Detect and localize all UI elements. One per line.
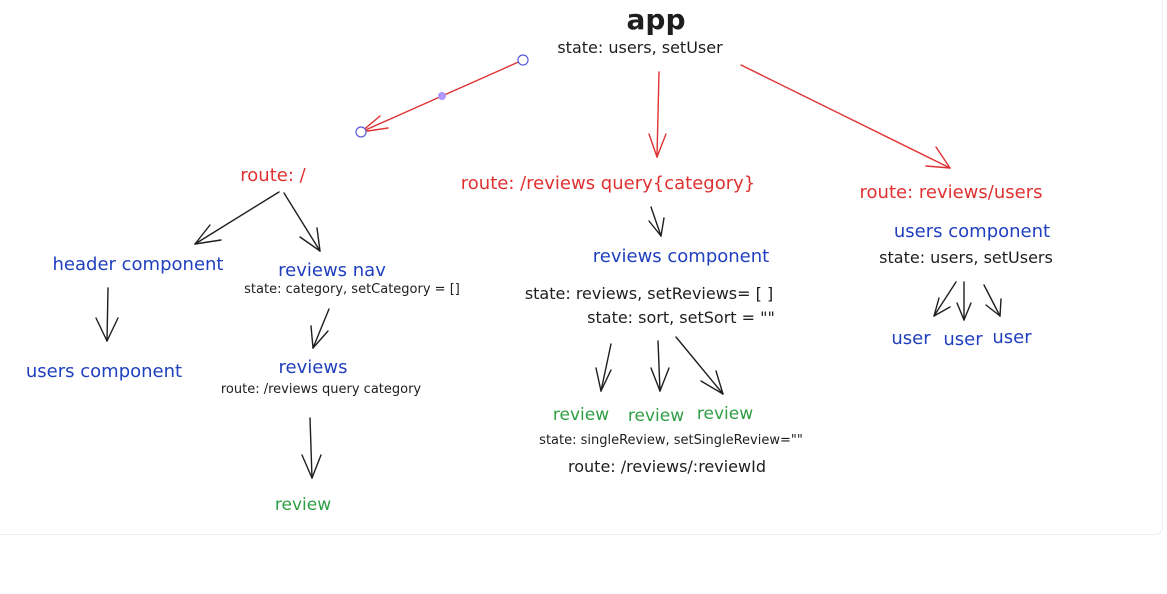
reviews-nav-state[interactable]: state: category, setCategory = []: [244, 282, 460, 297]
arrow-users-to-user-1[interactable]: [933, 281, 957, 317]
reviews-state-sort[interactable]: state: sort, setSort = "": [587, 308, 775, 327]
arrow-mid-handle[interactable]: [438, 92, 446, 100]
review-state[interactable]: state: singleReview, setSingleReview="": [539, 433, 803, 448]
arrow-component-to-review-3[interactable]: [675, 336, 724, 395]
arrow-route-root-to-reviews-nav[interactable]: [283, 192, 321, 252]
header-component[interactable]: header component: [52, 254, 224, 275]
review-3[interactable]: review: [696, 404, 754, 424]
route-root[interactable]: route: /: [240, 165, 306, 186]
review-route[interactable]: route: /reviews/:reviewId: [568, 457, 766, 476]
users-component-right[interactable]: users component: [893, 221, 1051, 242]
arrow-reviews-to-review[interactable]: [301, 417, 322, 479]
arrow-component-to-review-2[interactable]: [650, 340, 670, 392]
arrow-route-root-to-header[interactable]: [194, 191, 280, 245]
user-3[interactable]: user: [992, 327, 1032, 348]
app-node[interactable]: app: [626, 3, 686, 36]
app-state[interactable]: state: users, setUser: [557, 38, 723, 57]
route-users[interactable]: route: reviews/users: [859, 182, 1043, 203]
reviews-nav[interactable]: reviews nav: [278, 260, 386, 281]
users-component-left[interactable]: users component: [25, 361, 183, 382]
arrow-app-to-route-root[interactable]: [355, 54, 529, 138]
whiteboard-frame: [0, 0, 1163, 535]
reviews-state-reviews[interactable]: state: reviews, setReviews= [ ]: [524, 284, 774, 303]
arrow-app-to-route-reviews[interactable]: [648, 71, 667, 158]
reviews-route[interactable]: route: /reviews query category: [220, 382, 422, 397]
arrow-app-to-route-users[interactable]: [740, 64, 951, 169]
review-1[interactable]: review: [552, 405, 610, 425]
user-1[interactable]: user: [891, 328, 931, 349]
review-2[interactable]: review: [627, 406, 685, 426]
reviews-component[interactable]: reviews component: [592, 246, 770, 267]
user-2[interactable]: user: [943, 329, 983, 350]
users-state[interactable]: state: users, setUsers: [879, 248, 1053, 267]
arrow-start-handle[interactable]: [517, 54, 529, 66]
review-left[interactable]: review: [274, 495, 332, 515]
arrow-component-to-review-1[interactable]: [595, 343, 612, 392]
arrow-users-to-user-2[interactable]: [956, 281, 972, 321]
arrow-reviews-nav-to-reviews[interactable]: [310, 308, 330, 349]
reviews-node[interactable]: reviews: [278, 357, 348, 378]
arrow-route-reviews-to-component[interactable]: [648, 206, 665, 237]
arrow-header-to-users[interactable]: [95, 287, 119, 342]
arrow-users-to-user-3[interactable]: [983, 284, 1002, 317]
route-reviews[interactable]: route: /reviews query{category}: [460, 173, 756, 194]
arrow-end-handle[interactable]: [355, 126, 367, 138]
